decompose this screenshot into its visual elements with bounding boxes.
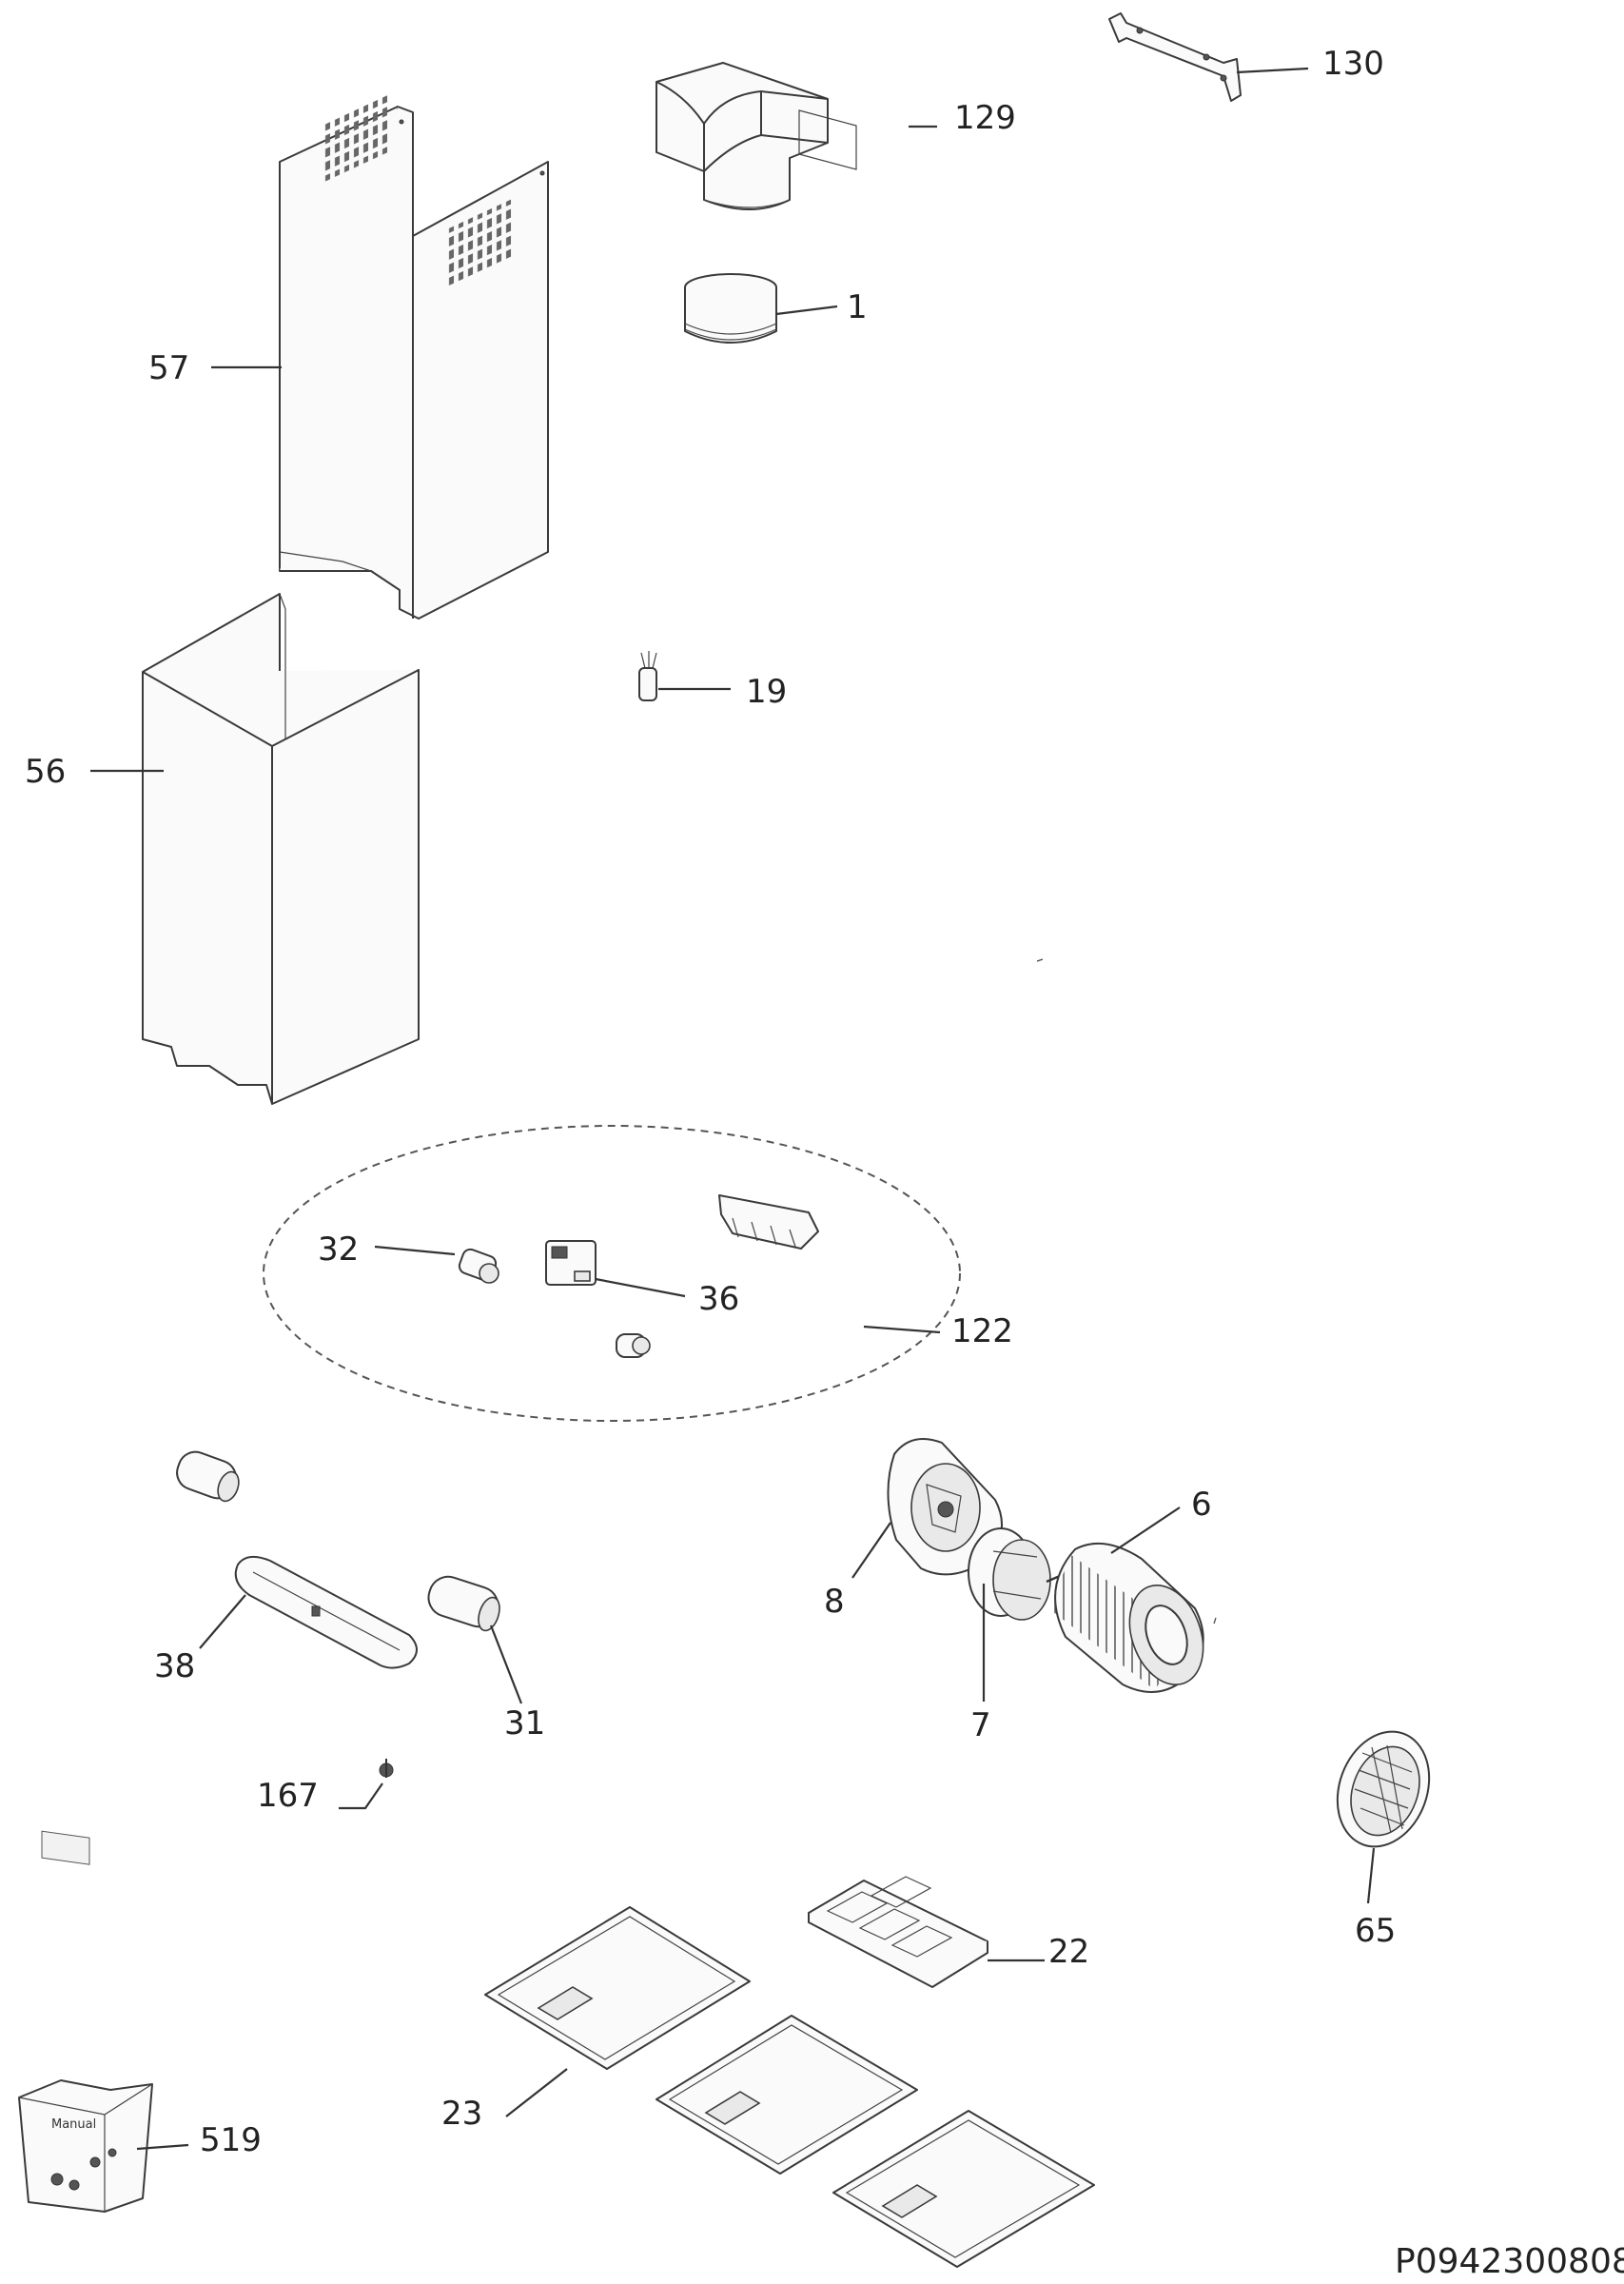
- callout-31: 31: [504, 1704, 545, 1743]
- leader-38: [199, 1594, 246, 1649]
- callout-129: 129: [954, 99, 1016, 137]
- callout-57: 57: [148, 349, 189, 387]
- callout-7: 7: [970, 1706, 991, 1744]
- callout-23: 23: [441, 2095, 482, 2133]
- leader-8: [851, 1522, 891, 1579]
- callout-56: 56: [25, 753, 66, 791]
- part-36-switch-module: [545, 1240, 597, 1286]
- callout-122: 122: [951, 1312, 1013, 1350]
- leader-519: [136, 2143, 189, 2151]
- leader-6: [1110, 1506, 1181, 1554]
- stray-mark: [1036, 958, 1044, 962]
- stray-mark-2: [1213, 1617, 1217, 1624]
- callout-167: 167: [257, 1777, 319, 1815]
- callout-19: 19: [746, 673, 787, 711]
- leader-31: [489, 1624, 523, 1704]
- callout-36: 36: [698, 1280, 739, 1318]
- part-31-lamp-bulb: [427, 1575, 500, 1632]
- callout-32: 32: [318, 1231, 359, 1269]
- part-6-blower-wheel: [1048, 1543, 1204, 1693]
- callout-65: 65: [1355, 1912, 1396, 1950]
- part-8-motor-plate: [887, 1438, 1003, 1576]
- lamp-bulb-small: [176, 1450, 240, 1503]
- leader-36: [595, 1277, 686, 1298]
- leader-65: [1366, 1847, 1376, 1904]
- part-32-lamp-holder: [458, 1248, 499, 1284]
- part-1-collar-ring: [684, 273, 777, 344]
- part-23-grease-filter-1: [484, 1906, 751, 2070]
- part-38-lamp-cover: [234, 1555, 418, 1669]
- part-57-upper-chimney: [279, 93, 549, 620]
- callout-519: 519: [200, 2121, 262, 2159]
- leader-130: [1236, 67, 1309, 74]
- callout-22: 22: [1048, 1933, 1089, 1971]
- callout-38: 38: [154, 1647, 195, 1685]
- part-23-grease-filter-3: [832, 2110, 1095, 2268]
- part-519-accessory-bag: Manual: [18, 1830, 153, 2213]
- document-code: P09423008083: [1395, 2242, 1624, 2281]
- part-130-mounting-bracket: [1108, 12, 1242, 102]
- callout-130: 130: [1322, 45, 1384, 83]
- part-65-fan-guard: [1336, 1730, 1431, 1848]
- terminal-block: [718, 1194, 819, 1250]
- leader-1: [775, 305, 838, 316]
- part-22-charcoal-filter: [808, 1876, 988, 1988]
- part-7-motor: [968, 1527, 1061, 1621]
- callout-1: 1: [847, 288, 868, 326]
- part-23-grease-filter-2: [655, 2015, 918, 2175]
- part-129-air-outlet: [655, 62, 857, 210]
- part-167-screw: [379, 1759, 394, 1778]
- kit-122-electrical-group: [263, 1125, 961, 1422]
- leader-23: [505, 2068, 568, 2117]
- callout-8: 8: [824, 1583, 845, 1621]
- bag-manual-text: Manual: [51, 2117, 96, 2132]
- callout-6: 6: [1191, 1486, 1212, 1524]
- leader-122: [863, 1325, 941, 1334]
- part-56-lower-chimney: [142, 593, 420, 1105]
- leader-32: [374, 1245, 456, 1256]
- leader-167: [339, 1782, 383, 1810]
- small-lamp: [616, 1333, 651, 1358]
- part-19-capacitor: [638, 651, 657, 701]
